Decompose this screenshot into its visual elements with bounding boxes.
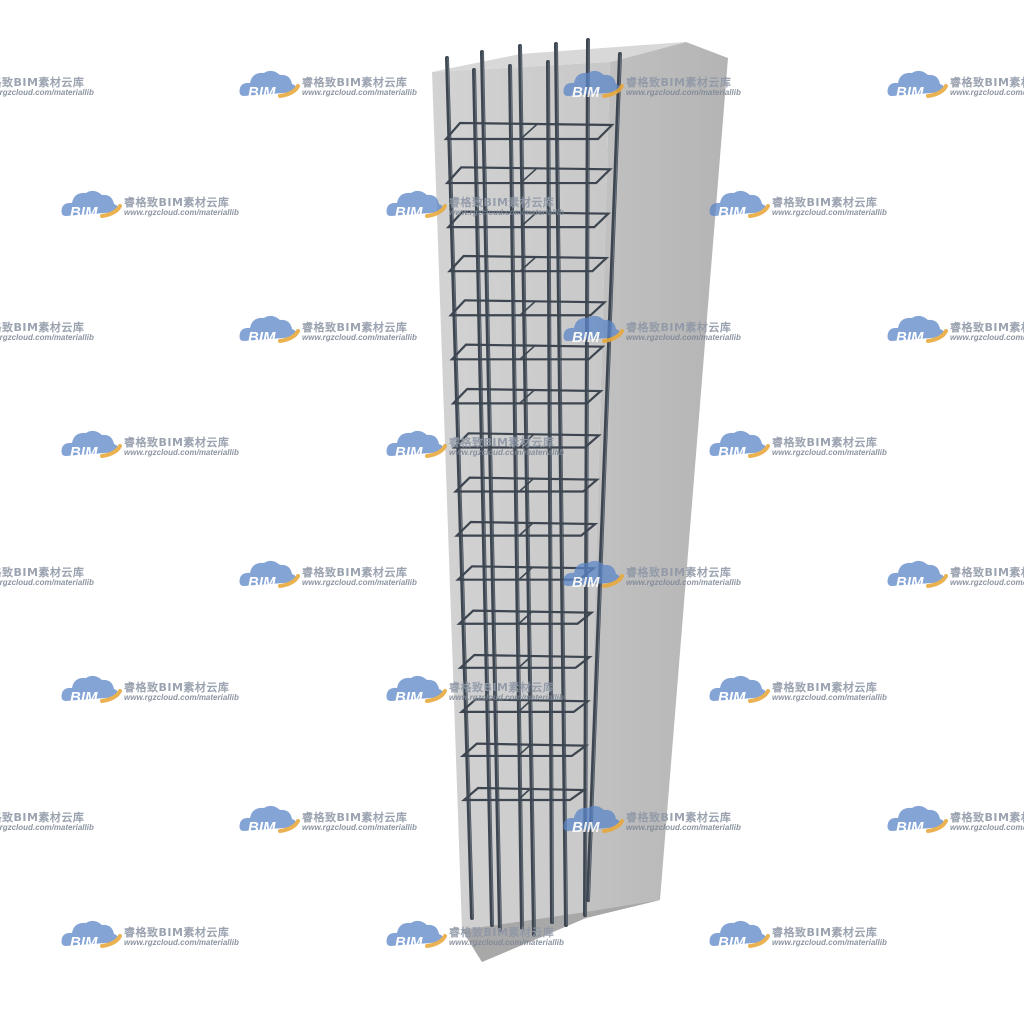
longitudinal-bar-highlight [588, 53, 622, 901]
cross-tie [519, 256, 537, 273]
cross-tie [517, 699, 532, 713]
cross-tie [517, 743, 532, 757]
cross-tie [518, 566, 534, 581]
stirrup [456, 609, 595, 625]
longitudinal-bar-highlight [510, 65, 524, 929]
stirrup [444, 166, 613, 185]
cross-tie [517, 788, 531, 801]
cross-tie [519, 167, 538, 184]
stirrup [445, 210, 611, 229]
cross-tie [518, 344, 536, 361]
cross-tie [519, 123, 539, 140]
rebar-cage [443, 38, 622, 937]
stirrup [449, 343, 606, 361]
column-top-face [432, 42, 686, 72]
longitudinal-bar [554, 42, 568, 927]
cross-tie [518, 477, 535, 493]
stirrup [461, 786, 588, 802]
stirrup [459, 742, 590, 758]
longitudinal-bar [586, 52, 622, 902]
cross-tie [519, 211, 538, 228]
cross-tie [519, 300, 537, 317]
stirrup [443, 121, 615, 141]
stirrup [448, 299, 608, 317]
stirrup [458, 698, 591, 713]
longitudinal-bar [583, 38, 590, 917]
column-side-face [586, 42, 728, 918]
column-bottom-edge [462, 900, 660, 962]
stirrup [457, 653, 593, 669]
cross-tie [517, 655, 533, 669]
stirrup [452, 476, 601, 493]
longitudinal-bar-highlight [556, 43, 568, 926]
stirrup [447, 254, 610, 273]
stirrup [454, 520, 599, 537]
stirrup [450, 387, 604, 405]
cross-tie [518, 389, 536, 405]
longitudinal-bar-highlight [585, 39, 590, 916]
stirrup [451, 432, 602, 449]
longitudinal-bar [508, 64, 524, 930]
cross-tie [517, 610, 533, 625]
cross-tie [518, 433, 535, 449]
cross-tie [518, 522, 534, 537]
